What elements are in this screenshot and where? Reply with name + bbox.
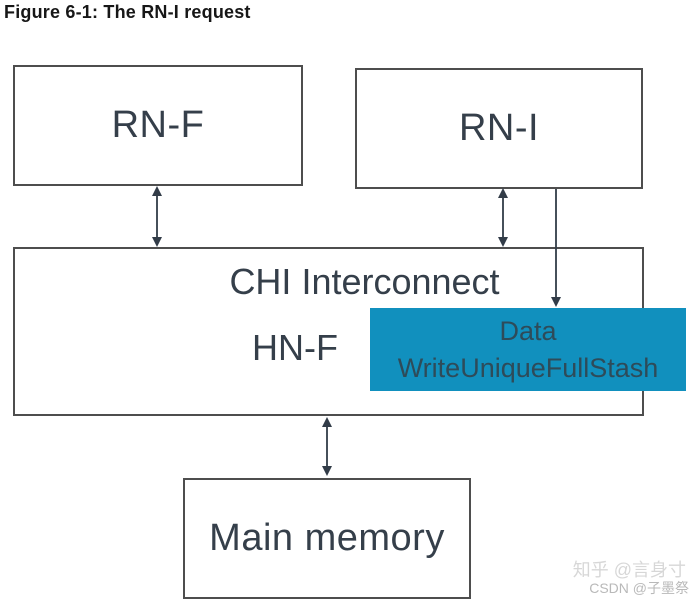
rn-i-label: RN-I (458, 107, 540, 149)
stash-request-line2: WriteUniqueFullStash (397, 353, 659, 383)
main-memory-label: Main memory (209, 517, 445, 559)
stash-request-box: Data WriteUniqueFullStash (370, 308, 686, 391)
zhihu-watermark: 知乎 @言身寸 (572, 560, 686, 580)
node-main-memory: Main memory (183, 478, 471, 599)
hn-f-label: HN-F (252, 327, 338, 368)
node-rn-i: RN-I (355, 68, 643, 189)
chi-interconnect-title: CHI Interconnect (229, 261, 500, 302)
rn-f-label: RN-F (111, 104, 205, 146)
csdn-watermark: CSDN @子墨祭 (589, 580, 689, 596)
arrow-interconnect-mainmemory (322, 417, 332, 476)
arrow-rni-interconnect (498, 188, 508, 247)
node-rn-f: RN-F (13, 65, 303, 186)
stash-request-line1: Data (499, 316, 557, 346)
figure-title: Figure 6-1: The RN-I request (4, 2, 251, 22)
arrow-rnf-interconnect (152, 186, 162, 247)
